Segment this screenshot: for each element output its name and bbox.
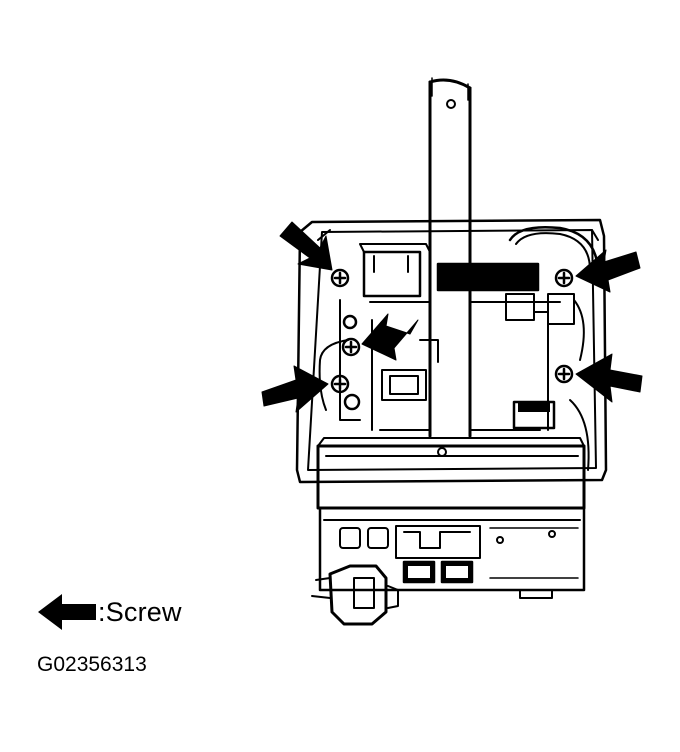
legend-label: :Screw xyxy=(98,596,182,627)
wire-harness-right xyxy=(505,226,600,471)
lock-bar xyxy=(436,262,540,292)
arrow-left-icon xyxy=(38,594,96,630)
wire-left xyxy=(318,339,349,411)
arrow-upper-left xyxy=(279,221,333,271)
upper-bracket xyxy=(359,243,431,298)
screw xyxy=(341,337,361,357)
round-connector xyxy=(311,564,399,626)
shift-lever xyxy=(428,77,472,438)
screw xyxy=(343,393,361,411)
arrow-lower-right xyxy=(575,353,643,403)
arrow-middle-left xyxy=(361,313,419,361)
screw xyxy=(330,374,350,394)
figure-code: G02356313 xyxy=(37,653,147,676)
connector-small-tab xyxy=(518,402,550,412)
lower-housing xyxy=(316,437,586,599)
arrow-lower-left xyxy=(261,365,329,413)
screw xyxy=(342,314,358,330)
legend: :Screw xyxy=(36,592,182,632)
screw xyxy=(554,268,574,288)
screw-arrows xyxy=(261,221,643,413)
screw xyxy=(330,268,350,288)
arrow-upper-right xyxy=(575,249,641,293)
screws xyxy=(330,268,574,411)
screw xyxy=(554,364,574,384)
